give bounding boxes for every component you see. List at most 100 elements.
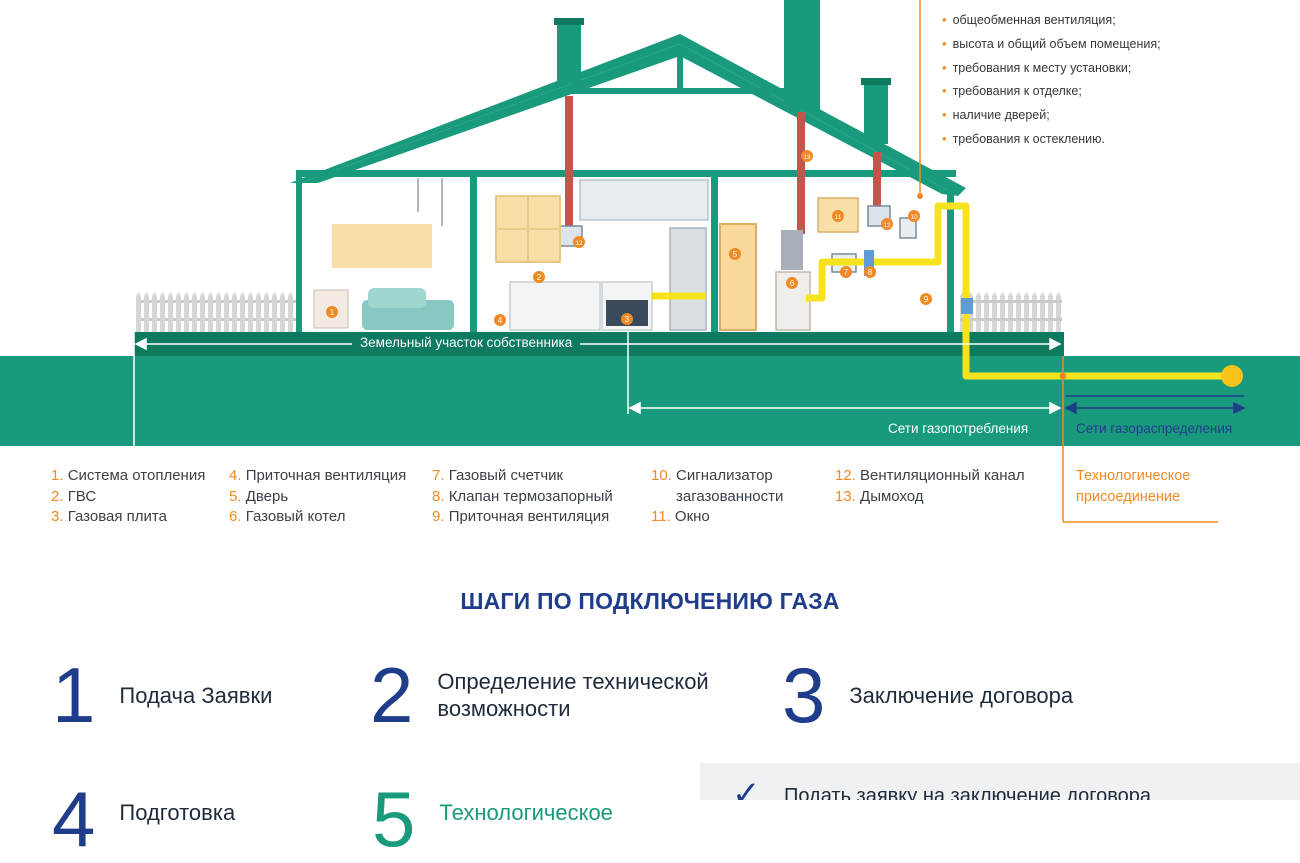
fence-picket [1032, 292, 1037, 332]
connection-point [1221, 365, 1243, 387]
fence-picket [272, 292, 277, 332]
svg-text:11: 11 [835, 214, 842, 221]
fence-picket [976, 292, 981, 332]
chimney-right [864, 84, 888, 144]
step-number: 5 [372, 775, 416, 863]
svg-text:3: 3 [625, 315, 630, 324]
legend-item: 6. Газовый котел [229, 508, 346, 526]
gas-pipe [652, 202, 1232, 380]
action-panel[interactable]: ✓ Подать заявку на заключение договора [700, 763, 1300, 800]
fence-picket [1024, 292, 1029, 332]
equipment-marker-4: 4 [494, 314, 506, 326]
equipment-marker-3: 3 [621, 313, 633, 325]
step-3: 3 Заключение договора [782, 656, 1073, 734]
svg-text:9: 9 [924, 295, 929, 304]
fence-picket [240, 292, 245, 332]
legend-item: загазованности [676, 487, 784, 505]
svg-text:2: 2 [537, 273, 542, 282]
legend-item: 9. Приточная вентиляция [432, 508, 610, 526]
fence-picket [256, 292, 261, 332]
requirement-item: •наличие дверей; [942, 107, 1050, 123]
requirement-item: •требования к отделке; [942, 83, 1082, 99]
legend-item: 11. Окно [651, 508, 710, 526]
step-number: 2 [370, 651, 414, 739]
equipment-marker-12: 12 [881, 218, 893, 230]
fence-picket [1016, 292, 1021, 332]
equipment-marker-11: 11 [832, 210, 844, 222]
fence-right [960, 300, 1062, 321]
step-text: Подготовка [119, 799, 236, 825]
requirement-item: •общеобменная вентиляция; [942, 12, 1116, 27]
chimney-center [784, 0, 820, 110]
fence-picket [152, 292, 157, 332]
fence-picket [1056, 292, 1061, 332]
fence-picket [200, 292, 205, 332]
svg-text:7: 7 [844, 268, 849, 277]
fence-picket [288, 292, 293, 332]
requirement-item: •высота и общий объем помещения; [942, 35, 1161, 51]
step-text: Технологическое [439, 799, 613, 825]
dimension-lines [133, 280, 1062, 446]
step-5: 5 Технологическое [372, 780, 613, 858]
legend-item: 4. Приточная вентиляция [229, 467, 407, 484]
legend-item: 10. Сигнализатор [651, 467, 773, 484]
living-room [313, 178, 454, 330]
fence-picket [136, 292, 141, 332]
fence-picket [216, 292, 221, 332]
legend-item: 2. ГВС [51, 487, 97, 505]
distribution-arrow [1064, 395, 1246, 415]
equipment-marker-9: 9 [920, 293, 932, 305]
svg-text:4: 4 [498, 316, 503, 325]
step-text: Подача Заявки [119, 682, 273, 708]
owner-plot-label: Земельный участок собственника [352, 335, 581, 350]
legend-item: 13. Дымоход [835, 487, 924, 505]
legend-item: 12. Вентиляционный канал [835, 467, 1025, 484]
step-number: 3 [782, 651, 826, 739]
fence-picket [1000, 292, 1005, 332]
equipment-marker-8: 8 [864, 266, 876, 278]
fence-picket [192, 292, 197, 332]
action-text[interactable]: Подать заявку на заключение договора [784, 785, 1152, 800]
step-text: Заключение договора [849, 682, 1074, 708]
fence-picket [984, 292, 989, 332]
fence-right-pickets [960, 292, 1061, 332]
equipment-marker-12: 12 [573, 236, 585, 248]
svg-text:12: 12 [575, 240, 583, 247]
requirement-item: •требования к остеклению. [942, 130, 1106, 146]
legend-col-2: 4. Приточная вентиляция 5. Дверь 6. Газо… [229, 466, 406, 528]
equipment-marker-5: 5 [729, 248, 741, 260]
step-number: 1 [52, 651, 96, 739]
step-1: 1 Подача Заявки [52, 656, 272, 734]
equipment-marker-7: 7 [840, 266, 852, 278]
house [290, 0, 966, 332]
svg-text:13: 13 [803, 154, 811, 161]
legend-col-4: 10. Сигнализатор загазованности 11. Окно [651, 466, 783, 528]
equipment-marker-2: 2 [533, 271, 545, 283]
equipment-marker-6: 6 [786, 277, 798, 289]
fence-picket [1048, 292, 1053, 332]
svg-text:1: 1 [330, 308, 335, 317]
requirements-list: •общеобменная вентиляция; •высота и общи… [942, 8, 1161, 151]
fence-picket [232, 292, 237, 332]
legend-item: 8. Клапан термозапорный [432, 487, 613, 505]
step-number: 4 [52, 775, 96, 863]
svg-text:5: 5 [733, 250, 738, 259]
fence-picket [1040, 292, 1045, 332]
fence-picket [1008, 292, 1013, 332]
svg-text:12: 12 [883, 222, 891, 229]
legend-item: 5. Дверь [229, 487, 289, 505]
fence-picket [248, 292, 253, 332]
legend-item: 1. Система отопления [51, 467, 206, 484]
vent-pipes [565, 96, 881, 234]
consumption-network-label: Сети газопотребления [888, 421, 1029, 436]
svg-text:6: 6 [790, 279, 795, 288]
ground-band [0, 356, 1300, 446]
distribution-network-label: Сети газораспределения [1076, 421, 1233, 436]
fence-picket [264, 292, 269, 332]
equipment-marker-10: 10 [908, 210, 920, 222]
fence-picket [168, 292, 173, 332]
